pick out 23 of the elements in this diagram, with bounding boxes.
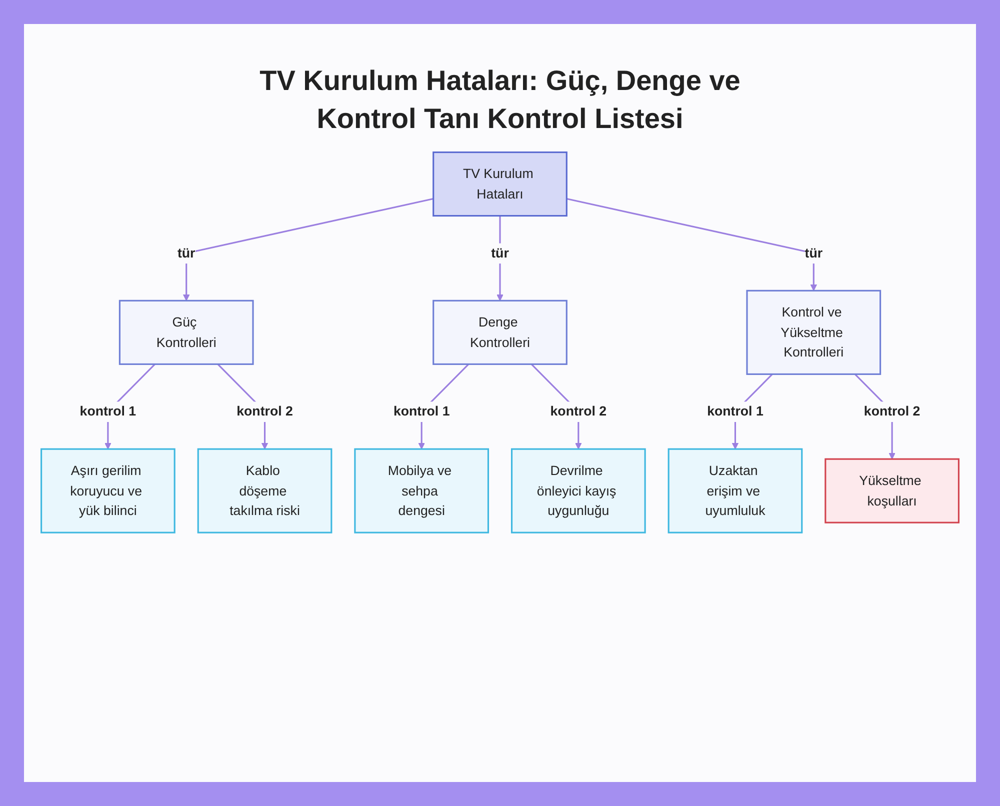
node-box: Kontrol ve Yükseltme Kontrolleri <box>746 289 882 375</box>
edge-label: kontrol 1 <box>707 404 764 418</box>
node-box: Yükseltme koşulları <box>824 458 960 523</box>
node-box: Güç Kontrolleri <box>118 299 254 365</box>
node-box: Denge Kontrolleri <box>432 299 568 365</box>
edge-label: kontrol 1 <box>80 404 136 418</box>
edge-label: tür <box>804 245 823 260</box>
node-box: Uzaktan erişim ve uyumluluk <box>668 448 803 533</box>
arrow <box>566 198 818 291</box>
edge-label: kontrol 2 <box>864 404 920 418</box>
edge-label: kontrol 2 <box>550 404 607 418</box>
edge-label: kontrol 2 <box>236 404 293 418</box>
node-box: Mobilya ve sehpa dengesi <box>354 448 490 533</box>
node-box: Kablo döşeme takılma riski <box>197 448 332 533</box>
node-box: Devrilme önleyici kayış uygunluğu <box>510 448 646 533</box>
node-box: Aşırı gerilim koruyucu ve yük bilinci <box>40 448 176 533</box>
arrow <box>182 198 434 301</box>
node-box: TV Kurulum Hataları <box>432 151 568 216</box>
arrow <box>496 215 504 301</box>
edge-label: tür <box>491 245 509 260</box>
diagram-title: TV Kurulum Hataları: Güç, Denge ve Kontrol Tanı Kontrol Listesi <box>258 64 742 136</box>
edge-label: tür <box>177 245 196 260</box>
edge-label: kontrol 1 <box>393 404 450 418</box>
